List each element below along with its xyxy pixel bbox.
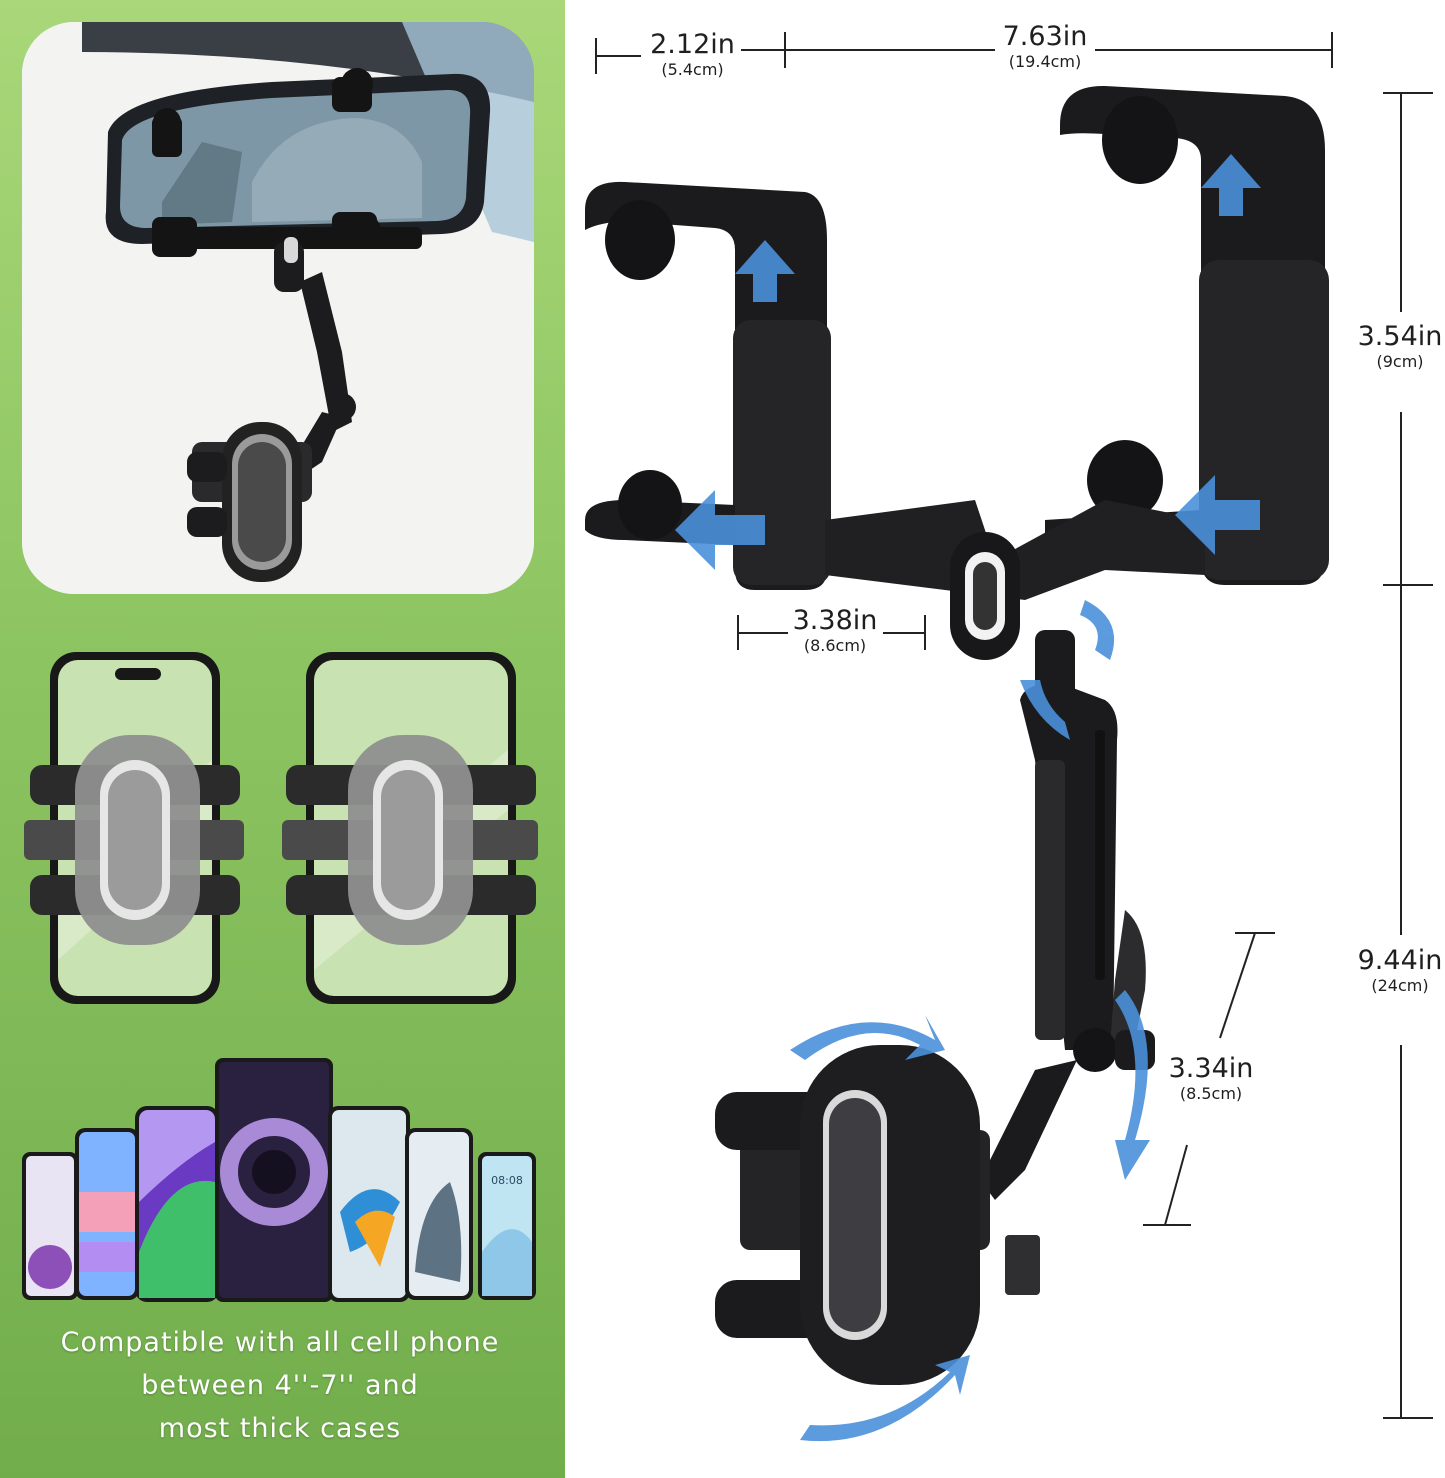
holder-on-phone-1: [24, 735, 244, 945]
dimension-lines: [595, 32, 1433, 1419]
phone-lineup-7: 08:08: [478, 1152, 536, 1300]
product-dimension-diagram: [585, 32, 1433, 1442]
phone-lineup-illustration: 08:08: [22, 1058, 536, 1302]
phone-cradle: [715, 1045, 1040, 1385]
rearview-mirror: [105, 73, 491, 245]
phone-rear-view: [20, 640, 550, 1020]
compatibility-caption-line-1: Compatible with all cell phone: [60, 1327, 500, 1358]
left-panel: 08:08 Compatible with all cell phone bet…: [0, 0, 565, 1478]
dimension-joint-length-cm: (8.5cm): [1179, 1084, 1243, 1103]
dimension-connector-width-in: 3.38in: [792, 605, 878, 636]
phone-lineup-4: [215, 1058, 333, 1302]
dimension-clip-span-in: 7.63in: [1002, 21, 1088, 52]
dimension-clip-height: 3.54in (9cm): [1355, 322, 1445, 372]
blue-adjust-arrows: [675, 154, 1261, 1442]
arrow-left: [675, 490, 765, 570]
dimension-connector-width-cm: (8.6cm): [803, 636, 867, 655]
phone-lineup-5: [328, 1106, 410, 1302]
dimension-arm-length: 9.44in (24cm): [1355, 946, 1445, 996]
arrow-rotate-arm: [1020, 680, 1070, 740]
cradle-small: [187, 422, 312, 582]
dimension-joint-length: 3.34in (8.5cm): [1161, 1054, 1261, 1104]
arrow-rotate-knob: [1115, 990, 1150, 1180]
phone-lineup-3: [135, 1106, 219, 1302]
arrow-left-right-clip: [1175, 475, 1260, 555]
arrow-rotate-joint: [1080, 600, 1115, 660]
arrow-up-left: [735, 240, 795, 302]
center-connector: [825, 500, 1205, 700]
phone-clock-text: 08:08: [491, 1174, 523, 1187]
compatibility-caption-line-2: between 4''-7'' and: [141, 1370, 419, 1401]
dimension-clip-depth: 2.12in (5.4cm): [645, 30, 740, 80]
mirror-mount-illustration: [22, 22, 534, 594]
compatibility-caption-line-3: most thick cases: [158, 1413, 402, 1444]
arrow-rotate-cradle-top: [790, 1015, 945, 1060]
extension-arm: [980, 684, 1155, 1200]
arrow-rotate-cradle-bottom: [800, 1355, 970, 1442]
arrow-up-right: [1201, 154, 1261, 216]
dimension-joint-length-in: 3.34in: [1168, 1053, 1254, 1084]
dimensions-panel: 2.12in (5.4cm) 7.63in (19.4cm) 3.54in (9…: [565, 0, 1445, 1478]
dimension-clip-span: 7.63in (19.4cm): [995, 22, 1095, 72]
phone-lineup-6: [405, 1128, 473, 1300]
dimension-clip-depth-in: 2.12in: [650, 29, 735, 60]
installation-photo: [22, 22, 534, 594]
dimension-clip-height-cm: (9cm): [1376, 352, 1424, 371]
phone-lineup-1: [22, 1152, 78, 1300]
phone-lineup-2: [75, 1128, 139, 1300]
dimension-clip-span-cm: (19.4cm): [1008, 52, 1082, 71]
dimension-arm-length-in: 9.44in: [1357, 945, 1443, 976]
dimension-connector-width: 3.38in (8.6cm): [787, 606, 883, 656]
holder-on-phone-2: [282, 735, 538, 945]
phones-with-holder-illustration: [24, 652, 538, 1004]
dimension-clip-height-in: 3.54in: [1357, 321, 1443, 352]
compatible-phones-lineup: 08:08: [20, 1052, 550, 1312]
dimension-clip-depth-cm: (5.4cm): [661, 60, 724, 79]
dimension-arm-length-cm: (24cm): [1371, 976, 1429, 995]
